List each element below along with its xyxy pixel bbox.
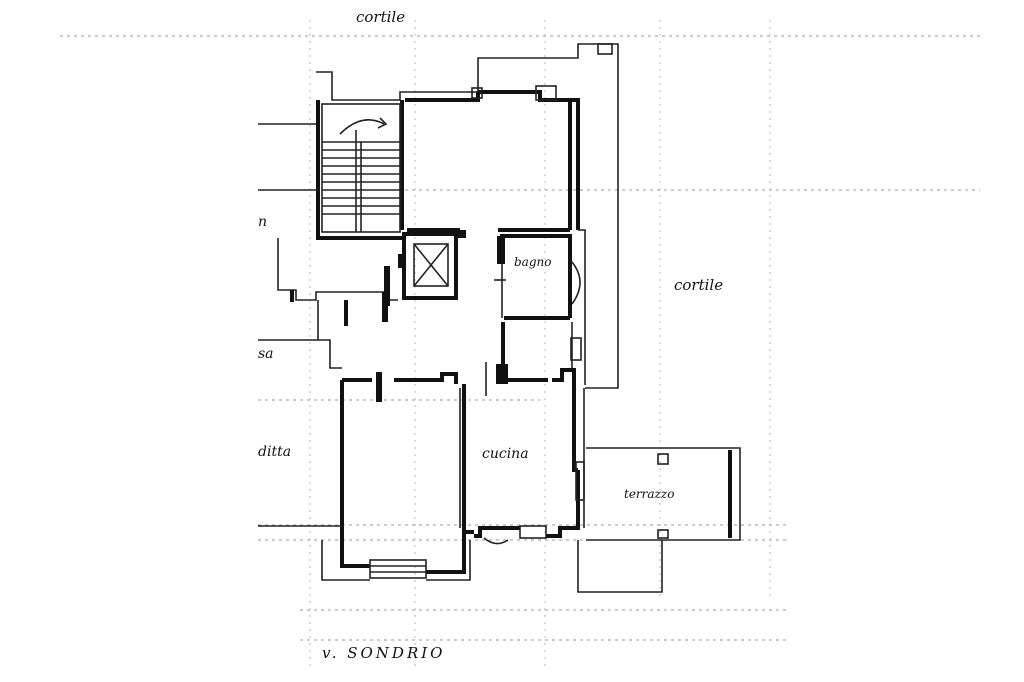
label-street: v. SONDRIO <box>322 644 445 662</box>
label-edge-ditta: ditta <box>258 444 291 460</box>
corridor <box>485 322 582 396</box>
bathroom <box>494 234 581 320</box>
staircase <box>321 103 401 233</box>
label-bagno: bagno <box>514 255 551 269</box>
construction-grid <box>60 20 980 670</box>
exterior-walls <box>258 43 619 389</box>
label-cortile-top: cortile <box>356 8 405 26</box>
kitchen <box>474 368 585 545</box>
label-edge-n: n <box>258 214 267 230</box>
neighbour-outlines <box>258 189 342 527</box>
living-room <box>321 372 474 581</box>
label-edge-sa: sa <box>258 346 274 362</box>
label-cucina: cucina <box>482 446 529 462</box>
label-cortile-right: cortile <box>674 276 723 294</box>
landing <box>277 238 398 369</box>
label-terrazzo: terrazzo <box>624 487 674 501</box>
lift-shaft <box>398 230 466 300</box>
terrace <box>577 447 741 593</box>
